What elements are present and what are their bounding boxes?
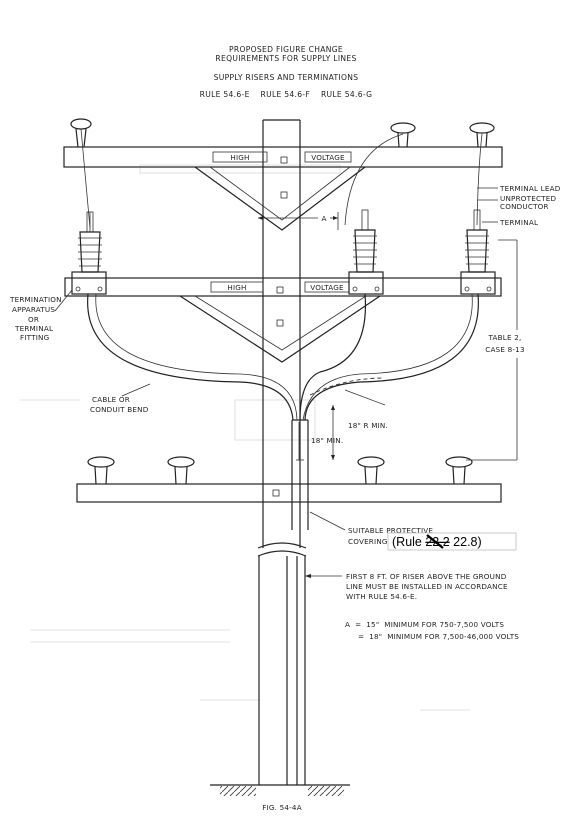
terminal-lead-label: TERMINAL LEAD xyxy=(499,184,561,193)
terminal-label: TERMINAL xyxy=(499,218,538,227)
table-label-1: TABLE 2, xyxy=(488,333,522,342)
middle-crossarm: HIGH VOLTAGE xyxy=(64,277,502,363)
termination-label-3: OR xyxy=(28,315,39,324)
unprotected-label-1: UNPROTECTED xyxy=(500,194,557,203)
termination-left xyxy=(71,211,107,295)
termination-right xyxy=(460,209,496,295)
top-arm-voltage-label: VOLTAGE xyxy=(311,153,345,162)
dimension-a: A xyxy=(258,212,339,230)
radius-label: 18" R MIN. xyxy=(348,421,388,430)
first8-label-2: LINE MUST BE INSTALLED IN ACCORDANCE xyxy=(346,582,508,591)
a-definition-1: A = 15" MINIMUM FOR 750-7,500 VOLTS xyxy=(345,620,504,629)
first8-label-1: FIRST 8 FT. OF RISER ABOVE THE GROUND xyxy=(346,572,507,581)
bolt xyxy=(276,319,284,327)
insulator-icon xyxy=(469,122,495,148)
cable-label-1: CABLE OR xyxy=(92,395,130,404)
pole xyxy=(257,119,307,785)
first-8-ft-note: FIRST 8 FT. OF RISER ABOVE THE GROUND LI… xyxy=(305,572,508,601)
min18-label: 18" MIN. xyxy=(311,436,343,445)
unprotected-label-2: CONDUCTOR xyxy=(500,202,549,211)
table-label-2: CASE 8-13 xyxy=(485,345,524,354)
figure-number: FIG. 54-4A xyxy=(262,803,302,812)
lower-crossarm xyxy=(76,456,502,503)
termination-label-4: TERMINAL xyxy=(14,324,53,333)
insulator-icon xyxy=(167,456,195,485)
termination-label-1: TERMINATION xyxy=(9,295,62,304)
first8-label-3: WITH RULE 54.6-E. xyxy=(346,592,417,601)
a-definitions: A = 15" MINIMUM FOR 750-7,500 VOLTS = 18… xyxy=(345,620,519,641)
header-line-2: REQUIREMENTS FOR SUPPLY LINES xyxy=(215,54,356,63)
top-arm-high-label: HIGH xyxy=(230,153,249,162)
mid-arm-high-label: HIGH xyxy=(227,283,246,292)
conductors xyxy=(80,128,483,229)
dimension-a-label: A xyxy=(321,214,326,223)
background-bleed xyxy=(20,164,470,711)
bolt xyxy=(272,489,280,497)
protective-covering-label: SUITABLE PROTECTIVE COVERING (Rule 22.2 … xyxy=(309,511,517,551)
ground-line xyxy=(210,784,350,796)
insulator-icon xyxy=(357,456,385,485)
bolt xyxy=(276,286,284,294)
termination-label: TERMINATION APPARATUS OR TERMINAL FITTIN… xyxy=(9,289,73,342)
cable-label-2: CONDUIT BEND xyxy=(90,405,149,414)
a-definition-2: = 18" MINIMUM FOR 7,500-46,000 VOLTS xyxy=(358,632,519,641)
bolt xyxy=(280,156,288,164)
header-line-3: SUPPLY RISERS AND TERMINATIONS xyxy=(214,73,359,82)
header-line-1: PROPOSED FIGURE CHANGE xyxy=(229,45,343,54)
termination-label-5: FITTING xyxy=(20,333,49,342)
rule-annotation: (Rule 22.2 22.8) xyxy=(392,535,482,549)
bolt xyxy=(280,191,288,199)
termination-label-2: APPARATUS xyxy=(12,305,55,314)
header: PROPOSED FIGURE CHANGE REQUIREMENTS FOR … xyxy=(200,45,373,99)
suitable-label-2: COVERING xyxy=(348,537,388,546)
right-labels: TERMINAL LEAD UNPROTECTED CONDUCTOR TERM… xyxy=(477,184,561,227)
suitable-label-1: SUITABLE PROTECTIVE xyxy=(348,526,433,535)
insulator-icon xyxy=(390,122,416,148)
termination-middle xyxy=(348,209,384,295)
cable-bends xyxy=(87,293,479,421)
riser-conduit xyxy=(286,419,309,785)
insulator-icon xyxy=(445,456,473,485)
rule-annotation-new: 22.8) xyxy=(450,535,482,549)
top-crossarm: HIGH VOLTAGE xyxy=(63,146,503,231)
top-insulators xyxy=(70,118,495,148)
header-line-4: RULE 54.6-E RULE 54.6-F RULE 54.6-G xyxy=(200,90,373,99)
table-bracket: TABLE 2, CASE 8-13 xyxy=(466,239,532,461)
cable-label: CABLE OR CONDUIT BEND xyxy=(90,383,151,414)
mid-arm-voltage-label: VOLTAGE xyxy=(310,283,344,292)
dimension-18: 18" R MIN. 18" MIN. xyxy=(296,389,388,461)
insulator-icon xyxy=(87,456,115,485)
